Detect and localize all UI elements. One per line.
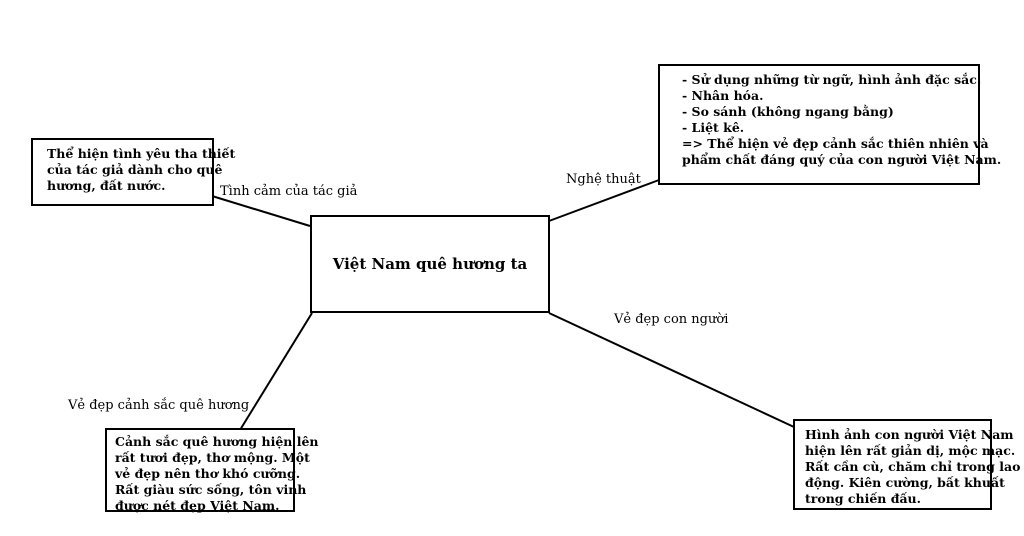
note-line: hương, đất nước. <box>47 178 166 193</box>
note-line: => Thể hiện vẻ đẹp cảnh sắc thiên nhiên … <box>682 136 989 151</box>
note-line: Thể hiện tình yêu tha thiết <box>47 146 236 161</box>
connector-top-right <box>548 179 660 222</box>
note-line: - So sánh (không ngang bằng) <box>682 104 894 119</box>
connector-top-left <box>211 195 311 227</box>
note-line: - Sử dụng những từ ngữ, hình ảnh đặc sắc… <box>682 72 982 87</box>
scenery-note-box: Cảnh sắc quê hương hiện lên rất tươi đẹp… <box>105 428 319 513</box>
connector-bottom-right <box>548 312 795 428</box>
people-note-box: Hình ảnh con người Việt Nam hiện lên rất… <box>793 419 1021 510</box>
note-line: được nét đẹp Việt Nam. <box>115 498 280 513</box>
note-line: rất tươi đẹp, thơ mộng. Một <box>115 450 310 465</box>
note-line: động. Kiên cường, bất khuất <box>805 475 1005 490</box>
art-note-box: - Sử dụng những từ ngữ, hình ảnh đặc sắc… <box>658 64 1002 185</box>
feelings-note-box: Thể hiện tình yêu tha thiết của tác giả … <box>31 138 236 206</box>
connector-bottom-left <box>239 312 313 431</box>
branch-label-people: Vẻ đẹp con người <box>614 312 729 327</box>
note-line: trong chiến đấu. <box>805 491 921 506</box>
note-line: phẩm chất đáng quý của con người Việt Na… <box>682 152 1002 167</box>
note-line: của tác giả dành cho quê <box>47 162 223 177</box>
note-line: Cảnh sắc quê hương hiện lên <box>115 434 319 449</box>
note-line: - Nhân hóa. <box>682 88 764 103</box>
branch-label-art: Nghệ thuật <box>566 172 641 187</box>
note-line: Rất giàu sức sống, tôn vinh <box>115 482 307 497</box>
branch-label-scenery: Vẻ đẹp cảnh sắc quê hương <box>68 398 250 413</box>
note-line: vẻ đẹp nên thơ khó cưỡng. <box>115 466 301 481</box>
note-line: Rất cần cù, chăm chỉ trong lao <box>805 459 1021 474</box>
central-topic-title: Việt Nam quê hương ta <box>332 255 528 273</box>
branch-label-feelings: Tình cảm của tác giả <box>220 184 358 199</box>
note-line: - Liệt kê. <box>682 120 745 135</box>
note-line: hiện lên rất giản dị, mộc mạc. <box>805 443 1016 458</box>
note-line: Hình ảnh con người Việt Nam <box>805 427 1014 442</box>
central-topic-box: Việt Nam quê hương ta <box>310 215 550 313</box>
